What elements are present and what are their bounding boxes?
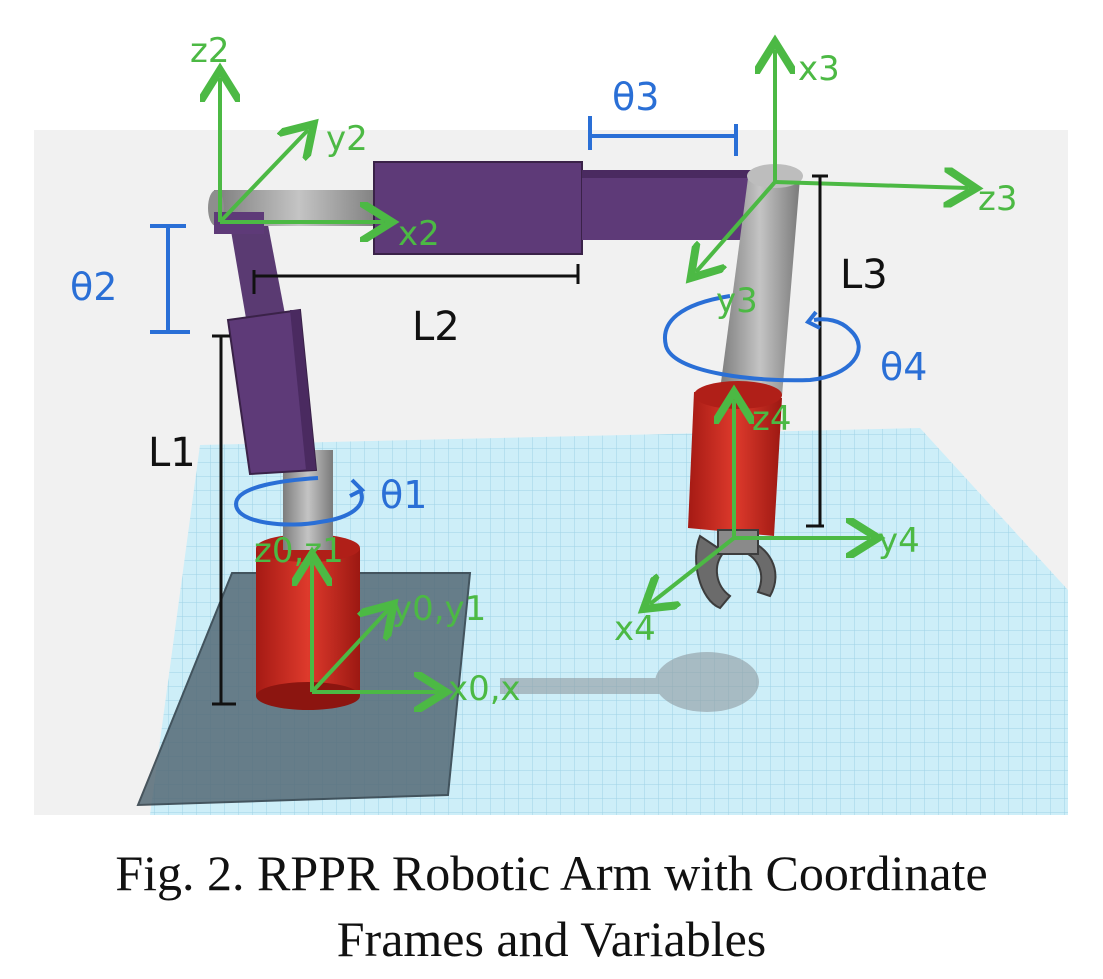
label-y4: y4: [878, 521, 920, 561]
coordinate-axes: [220, 50, 968, 692]
link2-prismatic: [208, 161, 772, 255]
label-x2: x2: [398, 214, 440, 254]
label-y3: y3: [716, 281, 758, 321]
theta1-arc: [233, 476, 364, 527]
angle-indicators: [150, 116, 861, 527]
label-x0x1: x0,x: [448, 669, 521, 709]
label-theta2: θ2: [70, 265, 117, 309]
label-theta3: θ3: [612, 75, 659, 119]
dim-l3: [806, 174, 828, 528]
theta2-bracket: [150, 224, 190, 334]
label-theta1: θ1: [380, 473, 427, 517]
figure-caption-line2: Frames and Variables: [336, 911, 767, 967]
dim-l1: [212, 334, 236, 706]
label-y0y1: y0,y1: [392, 589, 486, 629]
label-z2: z2: [190, 31, 229, 71]
theta4-arc: [663, 294, 861, 383]
dim-l2: [252, 264, 580, 294]
label-z4: z4: [752, 399, 791, 439]
label-z0z1: z0,z1: [254, 531, 344, 571]
label-x4: x4: [614, 609, 656, 649]
robot-arm-diagram: z2 y2 x2 x3 z3 y3 z4 y4 x4 z0,z1 y0,y1 x…: [34, 31, 1068, 815]
label-theta4: θ4: [880, 345, 927, 389]
dimension-lines: [212, 174, 828, 706]
gripper: [695, 529, 777, 610]
label-L1: L1: [148, 430, 196, 476]
figure-caption-line1: Fig. 2. RPPR Robotic Arm with Coordinate: [115, 845, 988, 901]
theta3-bracket: [588, 116, 738, 156]
arm-shadow: [500, 652, 759, 712]
label-x3: x3: [798, 49, 840, 89]
label-L3: L3: [840, 252, 888, 298]
label-y2: y2: [326, 119, 368, 159]
label-L2: L2: [412, 304, 460, 350]
label-z3: z3: [978, 179, 1017, 219]
